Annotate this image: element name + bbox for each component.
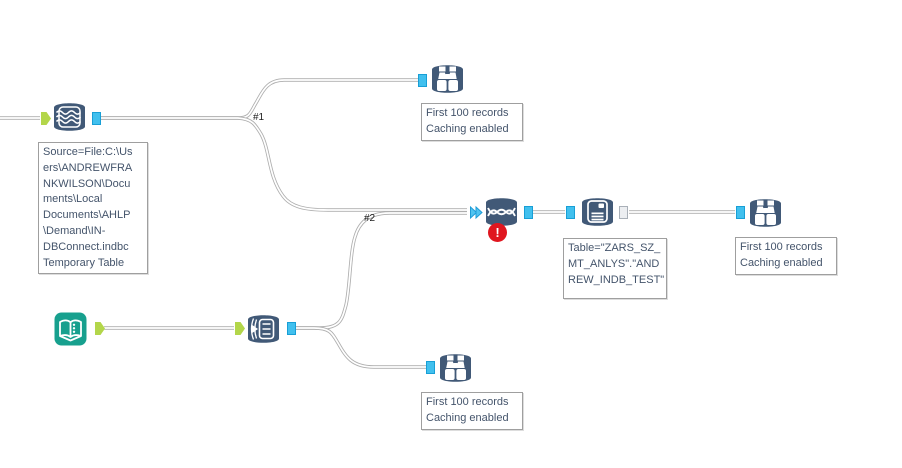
tool-union-indb[interactable] [483,193,520,231]
open-book-icon [54,312,87,346]
input-anchor[interactable] [41,112,51,125]
database-waves-icon [54,103,85,131]
connection-label-1: #1 [253,112,265,123]
tool-browse-top[interactable] [429,60,466,98]
binoculars-icon [432,65,463,93]
input-anchor[interactable] [736,206,745,219]
annotation-write-indb[interactable]: Table="ZARS_SZ_ MT_ANLYS"."AND REW_INDB_… [563,238,667,299]
annotation-browse-right[interactable]: First 100 records Caching enabled [735,237,837,275]
output-anchor[interactable] [287,322,296,335]
wire-datastream-to-browse-bottom[interactable] [296,326,426,369]
wire-datastream-to-union-2[interactable] [296,211,467,330]
tool-browse-right[interactable] [747,194,784,232]
database-dna-icon [486,198,517,226]
input-anchor[interactable] [235,322,245,335]
tool-connect-indb[interactable] [51,98,88,136]
output-anchor[interactable] [524,206,533,219]
output-anchor[interactable] [619,206,628,219]
tool-data-stream-in[interactable] [245,310,282,348]
input-anchor[interactable] [566,206,575,219]
binoculars-icon [440,354,471,382]
output-anchor[interactable] [95,322,105,335]
annotation-connect-indb[interactable]: Source=File:C:\Us ers\ANDREWFRA NKWILSON… [38,142,148,275]
annotation-browse-bottom[interactable]: First 100 records Caching enabled [421,392,523,430]
tool-input-data[interactable] [52,310,89,348]
database-stream-in-icon [248,315,279,343]
wire-connect-to-union-1[interactable] [101,116,467,212]
database-save-icon [582,198,613,226]
error-badge[interactable]: ! [488,223,507,242]
input-anchor[interactable] [418,74,427,87]
output-anchor[interactable] [92,112,101,125]
binoculars-icon [750,199,781,227]
annotation-browse-top[interactable]: First 100 records Caching enabled [421,103,523,141]
tool-write-indb[interactable] [579,193,616,231]
multi-input-anchor[interactable] [469,204,484,221]
tool-browse-bottom[interactable] [437,349,474,387]
input-anchor[interactable] [426,361,435,374]
connection-label-2: #2 [364,213,376,224]
